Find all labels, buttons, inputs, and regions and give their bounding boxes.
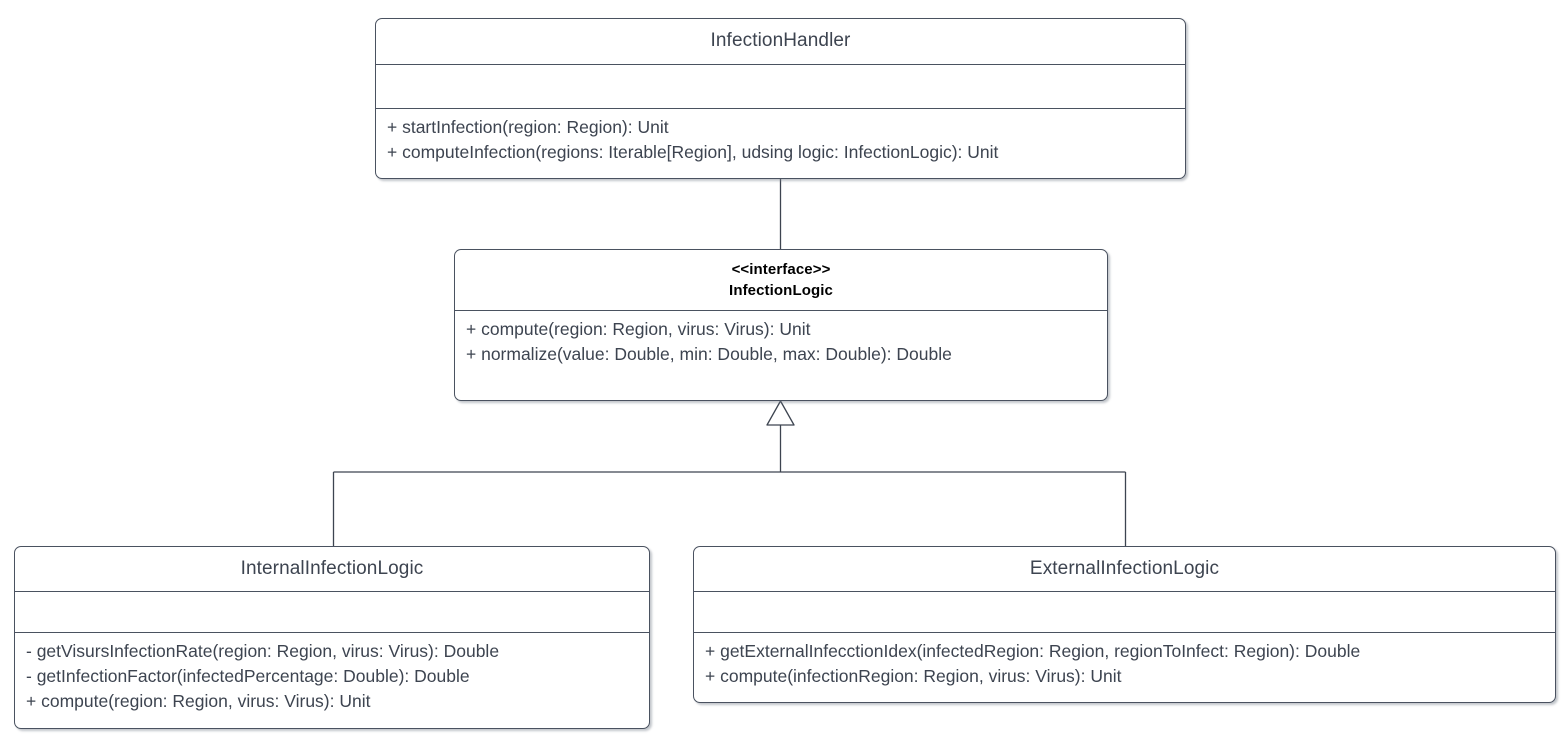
generalization-arrowhead-icon [766,400,795,426]
method-row: + normalize(value: Double, min: Double, … [466,344,952,365]
class-box-external-infection-logic[interactable]: ExternalInfectionLogic + getExternalInfe… [693,546,1556,703]
method-row: + compute(region: Region, virus: Virus):… [26,691,371,712]
method-row: - getInfectionFactor(infectedPercentage:… [26,666,470,687]
class-methods-external-infection-logic: + getExternalInfecctionIdex(infectedRegi… [694,633,1555,697]
class-stereotype-infection-logic: <<interface>> [731,260,831,278]
class-header-internal-infection-logic: InternalInfectionLogic [15,547,649,592]
method-row: + compute(region: Region, virus: Virus):… [466,319,811,339]
class-header-infection-handler: InfectionHandler [376,19,1185,65]
method-row: + computeInfection(regions: Iterable[Reg… [387,142,999,163]
class-methods-internal-infection-logic: - getVisursInfectionRate(region: Region,… [15,633,649,722]
method-row: + startInfection(region: Region): Unit [387,117,669,137]
class-name-infection-handler: InfectionHandler [710,30,851,52]
class-methods-infection-handler: + startInfection(region: Region): Unit +… [376,109,1185,173]
class-header-infection-logic: <<interface>> InfectionLogic [455,250,1107,311]
class-attributes-infection-handler [376,65,1185,109]
method-row: - getVisursInfectionRate(region: Region,… [26,641,500,661]
class-name-external-infection-logic: ExternalInfectionLogic [1029,557,1220,579]
class-name-internal-infection-logic: InternalInfectionLogic [240,557,424,579]
method-row: + getExternalInfecctionIdex(infectedRegi… [705,641,1361,661]
class-header-external-infection-logic: ExternalInfectionLogic [694,547,1555,592]
class-attributes-external-infection-logic [694,592,1555,633]
class-box-infection-handler[interactable]: InfectionHandler + startInfection(region… [375,18,1186,179]
class-attributes-internal-infection-logic [15,592,649,633]
class-methods-infection-logic: + compute(region: Region, virus: Virus):… [455,311,1107,375]
method-row: + compute(infectionRegion: Region, virus… [705,666,1122,687]
class-box-infection-logic[interactable]: <<interface>> InfectionLogic + compute(r… [454,249,1108,401]
class-box-internal-infection-logic[interactable]: InternalInfectionLogic - getVisursInfect… [14,546,650,729]
class-name-infection-logic: InfectionLogic [729,282,833,299]
